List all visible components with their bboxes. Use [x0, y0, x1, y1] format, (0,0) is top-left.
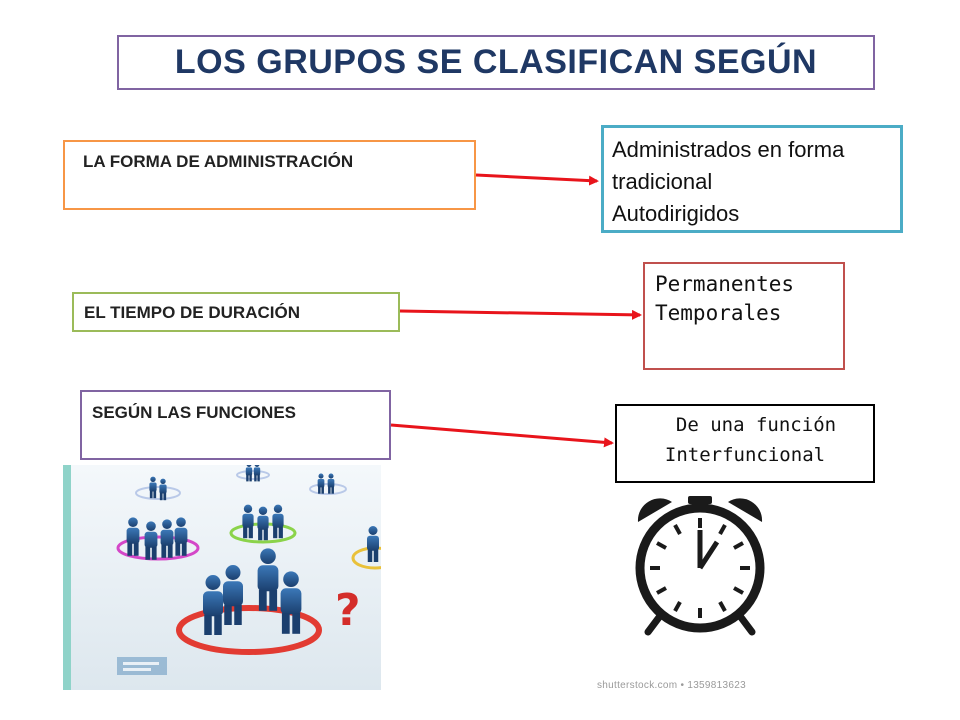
- criterion-funciones: SEGÚN LAS FUNCIONES: [80, 390, 391, 460]
- page-title: LOS GRUPOS SE CLASIFICAN SEGÚN: [174, 43, 818, 81]
- arrow-funciones: [390, 423, 614, 448]
- options-funciones: De una función Interfuncional: [615, 404, 875, 483]
- option-item: Autodirigidos: [612, 201, 740, 226]
- alarm-clock-icon: [635, 496, 765, 636]
- options-tiempo: Permanentes Temporales: [643, 262, 845, 370]
- criterion-label: LA FORMA DE ADMINISTRACIÓN: [83, 152, 354, 171]
- criterion-label: SEGÚN LAS FUNCIONES: [92, 403, 297, 422]
- stock-caption: shutterstock.com • 1359813623: [597, 680, 746, 691]
- criterion-label: EL TIEMPO DE DURACIÓN: [84, 303, 300, 322]
- option-item: Interfuncional: [664, 444, 826, 466]
- svg-text:?: ?: [335, 585, 361, 636]
- option-item: Temporales: [655, 301, 782, 325]
- arrow-administracion: [475, 173, 599, 186]
- title-box: LOS GRUPOS SE CLASIFICAN SEGÚN: [117, 35, 875, 90]
- options-administracion: Administrados en forma tradicional Autod…: [601, 125, 903, 233]
- option-item: tradicional: [612, 169, 713, 194]
- criterion-tiempo: EL TIEMPO DE DURACIÓN: [72, 292, 400, 332]
- option-item: Administrados en forma: [612, 137, 845, 162]
- option-item: De una función: [675, 414, 837, 436]
- criterion-administracion: LA FORMA DE ADMINISTRACIÓN: [63, 140, 476, 210]
- option-item: Permanentes: [655, 272, 795, 296]
- arrow-tiempo: [399, 309, 642, 320]
- people-groups-illustration: ?: [63, 465, 381, 690]
